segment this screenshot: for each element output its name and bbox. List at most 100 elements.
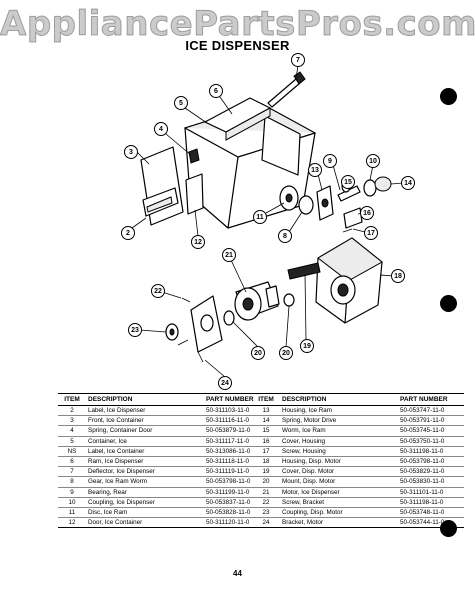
cell-description: Housing, Disp. Motor [280,456,398,468]
cell-item: 8 [58,476,86,488]
callout-label: 12 [194,239,202,246]
cell-description: Mount, Disp. Motor [280,476,398,488]
cell-description: Door, Ice Container [86,517,204,529]
page-title: ICE DISPENSER [185,38,290,53]
callout-17: 17 [364,226,378,240]
cell-description: Ram, Ice Dispenser [86,456,204,468]
cell-part-number: 50-053879-11-0 [204,425,270,437]
column-header-description: DESCRIPTION [86,393,204,406]
cell-part-number: 50-311101-11-0 [398,487,464,498]
callout-circle [341,175,355,189]
callout-label: 17 [367,230,375,237]
ice-ram-drawing [204,97,271,141]
cell-item: 10 [58,497,86,509]
column-header-item: ITEM [252,393,280,406]
callout-circle [218,376,232,390]
cell-item: 14 [252,415,280,427]
cell-item: 3 [58,415,86,427]
cell-description: Container, Ice [86,436,204,447]
column-header-description: DESCRIPTION [280,393,398,406]
binder-hole-top [440,88,457,105]
callout-20: 20 [251,346,265,360]
cell-description: Screw, Bracket [280,497,398,509]
callout-label: 14 [404,180,412,187]
callout-label: 21 [225,252,233,259]
callout-5: 5 [174,96,188,110]
callout-circle [300,339,314,353]
cell-part-number: 50-311198-11-0 [398,497,464,509]
callout-10: 10 [366,154,380,168]
callout-circle [253,210,267,224]
cell-part-number: 50-053829-11-0 [398,466,464,478]
callout-23: 23 [128,323,142,337]
callout-label: 22 [154,288,162,295]
callout-label: 20 [282,350,290,357]
callout-circle [209,84,223,98]
callout-11: 11 [253,210,267,224]
cell-description: Coupling, Disp. Motor [280,507,398,519]
cell-description: Label, Ice Dispenser [86,405,204,417]
cell-part-number: 50-053837-11-0 [204,497,270,509]
cell-item: 12 [58,517,86,529]
callout-circle [291,53,305,67]
callout-3: 3 [124,145,138,159]
cell-part-number: 50-053830-11-0 [398,476,464,488]
callout-label: 11 [256,214,264,221]
callout-circle [278,229,292,243]
column-header-part-number: PART NUMBER [398,393,464,406]
callout-circle [191,235,205,249]
page-number: 44 [233,569,242,578]
callout-label: 13 [311,167,319,174]
callout-label: 5 [179,100,183,107]
callout-label: 8 [283,233,287,240]
cell-part-number: 50-053744-11-0 [398,517,464,529]
cell-item: 13 [252,405,280,417]
cell-item: 20 [252,476,280,488]
deflector-drawing [267,71,306,108]
callout-16: 16 [360,206,374,220]
callout-24: 24 [218,376,232,390]
callout-label: 6 [214,88,218,95]
cell-part-number: 50-311117-11-0 [204,436,270,447]
cell-part-number: 50-311198-11-0 [398,446,464,458]
callout-circle [151,284,165,298]
cell-description: Bracket, Motor [280,517,398,529]
cell-part-number: 50-053828-11-0 [204,507,270,519]
callout-19: 19 [300,339,314,353]
callout-circle [121,226,135,240]
callout-label: 15 [344,179,352,186]
cell-item: 17 [252,446,280,458]
cell-item: 15 [252,425,280,437]
ram-drive-drawing [279,185,334,221]
cell-item: 6 [58,456,86,468]
callout-circle [154,122,168,136]
front-panel-drawing [140,146,184,226]
motor-cover-drawing [287,262,321,280]
cell-item: 22 [252,497,280,509]
cell-item: 21 [252,487,280,498]
cell-item: 16 [252,436,280,447]
cell-item: 9 [58,487,86,498]
callout-circle [364,226,378,240]
callout-15: 15 [341,175,355,189]
